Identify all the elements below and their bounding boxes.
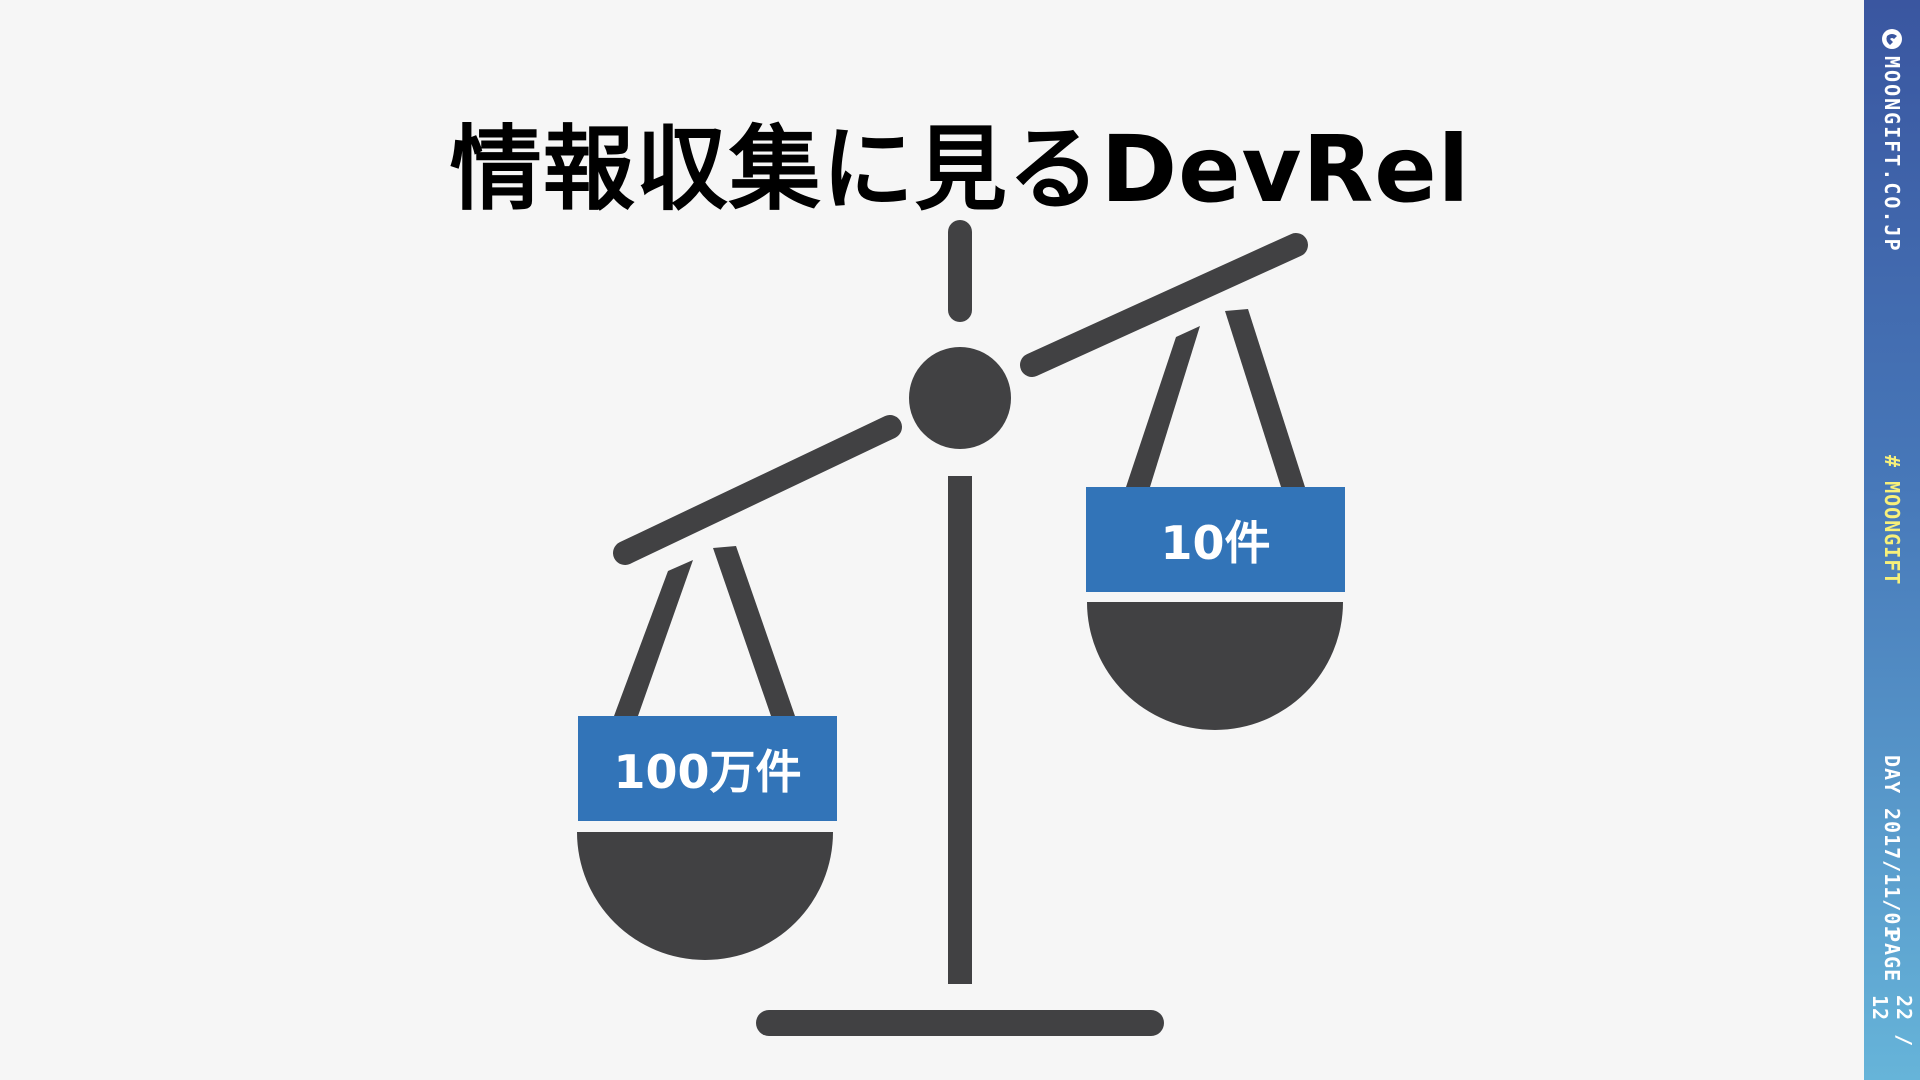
beam-left [613,415,902,565]
left-pan-bowl [577,832,833,960]
brand-text: MOONGIFT.CO.JP [1880,56,1904,253]
pillar-top [948,220,972,322]
left-pan-string-left [614,560,693,716]
moongift-logo-icon [1882,29,1902,49]
beam-right [1020,233,1308,377]
sidebar: MOONGIFT.CO.JP # MOONGIFT DAY 2017/11/01… [1864,0,1920,1080]
hashtag: # MOONGIFT [1880,455,1904,586]
slide: 情報収集に見るDevRel 10件 100万件 [450,116,1469,1036]
slide-title: 情報収集に見るDevRel [449,116,1471,223]
page-label: PAGE [1880,930,1904,983]
day-value: 2017/11/01 [1880,808,1904,939]
right-pan-string-left [1126,326,1200,487]
page-value: 22 / 12 [1868,995,1916,1048]
pillar [948,476,972,984]
right-pan-string-right [1225,309,1305,487]
brand: MOONGIFT.CO.JP [1864,28,1920,253]
page-info: PAGE 22 / 12 [1864,930,1920,1080]
scale-base [756,1010,1164,1036]
right-pan-bowl [1087,602,1343,730]
day-label: DAY [1880,755,1904,795]
balance-scale-illustration [577,220,1343,1036]
pivot-circle [909,347,1011,449]
left-pan-label: 100万件 [578,716,837,821]
left-pan-string-right [713,546,795,716]
date-info: DAY 2017/11/01 [1864,755,1920,939]
right-pan-label: 10件 [1086,487,1345,592]
